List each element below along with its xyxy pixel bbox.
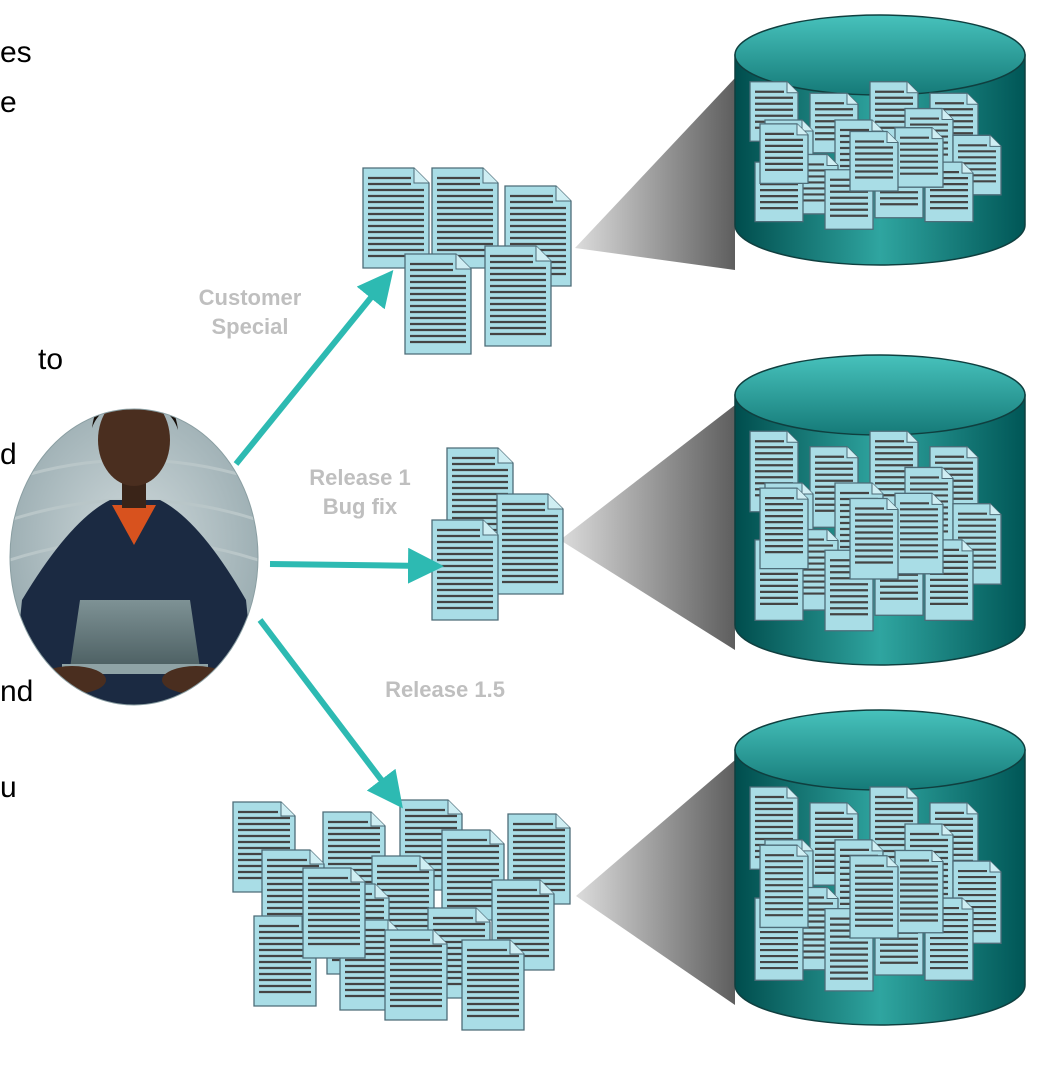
text-fragment: es <box>0 36 32 69</box>
document-icon <box>484 245 552 347</box>
developer-photo <box>9 408 259 706</box>
repository-cylinder <box>734 709 1026 1026</box>
branch-documents <box>431 447 564 621</box>
text-fragment: d <box>0 438 17 471</box>
document-icon <box>496 493 564 595</box>
document-icon <box>253 915 317 1007</box>
branch-label-line: Release 1.5 <box>385 677 505 702</box>
document-icon <box>362 167 430 269</box>
repository-cylinder <box>734 354 1026 666</box>
branch-document-groups <box>232 167 572 1031</box>
branch-arrows <box>233 270 444 809</box>
branch-label-line: Release 1 <box>309 465 411 490</box>
document-icon <box>759 487 809 570</box>
repositories <box>734 14 1026 1026</box>
arrow-release-1-5 <box>257 618 403 809</box>
branch-label-line: Customer <box>198 285 302 310</box>
arrow-release-1-bugfix <box>269 547 444 584</box>
arrow-customer-special <box>233 270 394 466</box>
document-icon <box>849 855 899 939</box>
document-icon <box>759 123 809 184</box>
text-fragment: nd <box>0 675 34 708</box>
text-fragment: e <box>0 86 17 119</box>
document-icon <box>384 929 448 1021</box>
document-icon <box>894 849 944 934</box>
branch-label-release-1-bugfix: Release 1 Bug fix <box>280 464 440 521</box>
branch-label-customer-special: Customer Special <box>170 284 330 341</box>
document-icon <box>894 492 944 575</box>
document-icon <box>431 519 499 621</box>
branch-documents <box>232 799 571 1031</box>
document-icon <box>431 167 499 269</box>
branch-label-line: Bug fix <box>322 493 398 519</box>
branch-label-release-1-5: Release 1.5 <box>360 676 530 705</box>
text-fragment: to <box>38 343 64 376</box>
text-fragment: u <box>0 771 17 804</box>
document-icon <box>849 130 899 192</box>
document-icon <box>759 844 809 929</box>
branch-documents <box>362 167 572 355</box>
document-icon <box>404 253 472 355</box>
document-icon <box>302 867 366 959</box>
document-icon <box>849 497 899 580</box>
projection-wedge <box>560 405 735 650</box>
projection-wedge <box>576 760 735 1005</box>
projection-wedges <box>560 78 735 1005</box>
branch-label-line: Special <box>211 313 289 339</box>
projection-wedge <box>575 78 735 270</box>
document-icon <box>461 939 525 1031</box>
repository-cylinder <box>734 14 1026 266</box>
document-icon <box>894 127 944 188</box>
document-icon <box>441 829 505 921</box>
